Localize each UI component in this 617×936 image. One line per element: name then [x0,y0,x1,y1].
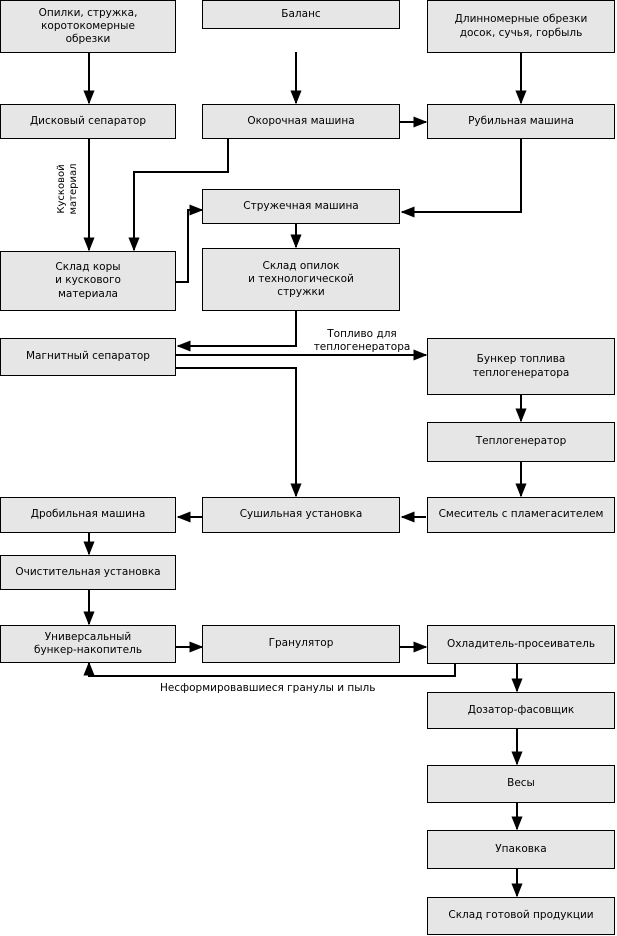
box-upakovka-label: Упаковка [495,842,547,855]
box-smesitel-label: Смеситель с пламегасителем [438,508,604,521]
box-rubilnaya: Рубильная машина [427,104,615,139]
box-opilki: Опилки, стружка, коротокомерные обрезки [0,0,176,53]
box-balans: Баланс [202,0,400,29]
box-opilki-label: Опилки, стружка, коротокомерные обрезки [38,6,138,46]
box-struzhechnaya-label: Стружечная машина [243,199,359,212]
box-universalny-label: Универсальный бункер-накопитель [33,630,143,656]
box-teplogenerator-label: Теплогенератор [475,435,567,448]
box-drobilnaya-label: Дробильная машина [30,508,146,521]
box-rubilnaya-label: Рубильная машина [468,114,574,127]
box-sklad-gotovoy-label: Склад готовой продукции [448,909,594,922]
box-okhladitel-label: Охладитель-просеиватель [446,637,596,650]
box-dlinnomernye-label: Длинномерные обрезки досок, сучья, горбы… [454,13,588,39]
box-ochistitelnaya-label: Очистительная установка [15,565,161,578]
arrow-magnit-to-sushil [176,367,302,498]
arrow-sklad-kory-to-struzh [176,204,204,283]
box-ochistitelnaya: Очистительная установка [0,555,176,590]
arrow-rubil-to-struzh [400,139,522,218]
box-okorochnaya: Окорочная машина [202,104,400,139]
box-granulyator-label: Гранулятор [268,637,334,650]
arrow-sklad-opilok-to-magnit [176,311,297,352]
arrow-okor-to-sklad-kory [128,139,229,252]
label-kuskovoy: Кусковой материал [56,163,79,215]
box-sushilnaya-label: Сушильная установка [239,508,363,521]
box-dlinnomernye: Длинномерные обрезки досок, сучья, горбы… [427,0,615,53]
label-toplivo: Топливо для теплогенератора [313,328,411,354]
box-magnitny-label: Магнитный сепаратор [26,350,150,363]
box-teplogenerator: Теплогенератор [427,422,615,462]
box-okorochnaya-label: Окорочная машина [247,114,355,127]
box-vesy: Весы [427,765,615,803]
box-sklad-gotovoy: Склад готовой продукции [427,897,615,935]
box-sklad-kory: Склад коры и кускового материала [0,251,176,311]
box-bunker-topliva-label: Бункер топлива теплогенератора [472,353,570,379]
box-magnitny: Магнитный сепаратор [0,338,176,376]
box-diskovy-separator-label: Дисковый сепаратор [29,114,147,127]
box-bunker-topliva: Бункер топлива теплогенератора [427,338,615,395]
box-dozator: Дозатор-фасовщик [427,692,615,729]
box-balans-label: Баланс [281,7,321,20]
box-sklad-kory-label: Склад коры и кускового материала [55,261,121,300]
box-vesy-label: Весы [507,777,535,790]
box-drobilnaya: Дробильная машина [0,497,176,533]
box-universalny: Универсальный бункер-накопитель [0,625,176,663]
box-granulyator: Гранулятор [202,625,400,663]
box-struzhechnaya: Стружечная машина [202,189,400,224]
box-smesitel: Смеситель с пламегасителем [427,497,615,533]
arrow-okhlad-return-to-univ [83,661,456,677]
box-sklad-opilok-label: Склад опилок и технологической стружки [248,259,354,299]
box-okhladitel: Охладитель-просеиватель [427,625,615,664]
label-nesformirovavshiesya: Несформировавшиеся гранулы и пыль [160,682,376,694]
box-sklad-opilok: Склад опилок и технологической стружки [202,248,400,311]
box-diskovy-separator: Дисковый сепаратор [0,104,176,139]
box-dozator-label: Дозатор-фасовщик [467,703,575,716]
box-upakovka: Упаковка [427,830,615,869]
box-sushilnaya: Сушильная установка [202,497,400,533]
